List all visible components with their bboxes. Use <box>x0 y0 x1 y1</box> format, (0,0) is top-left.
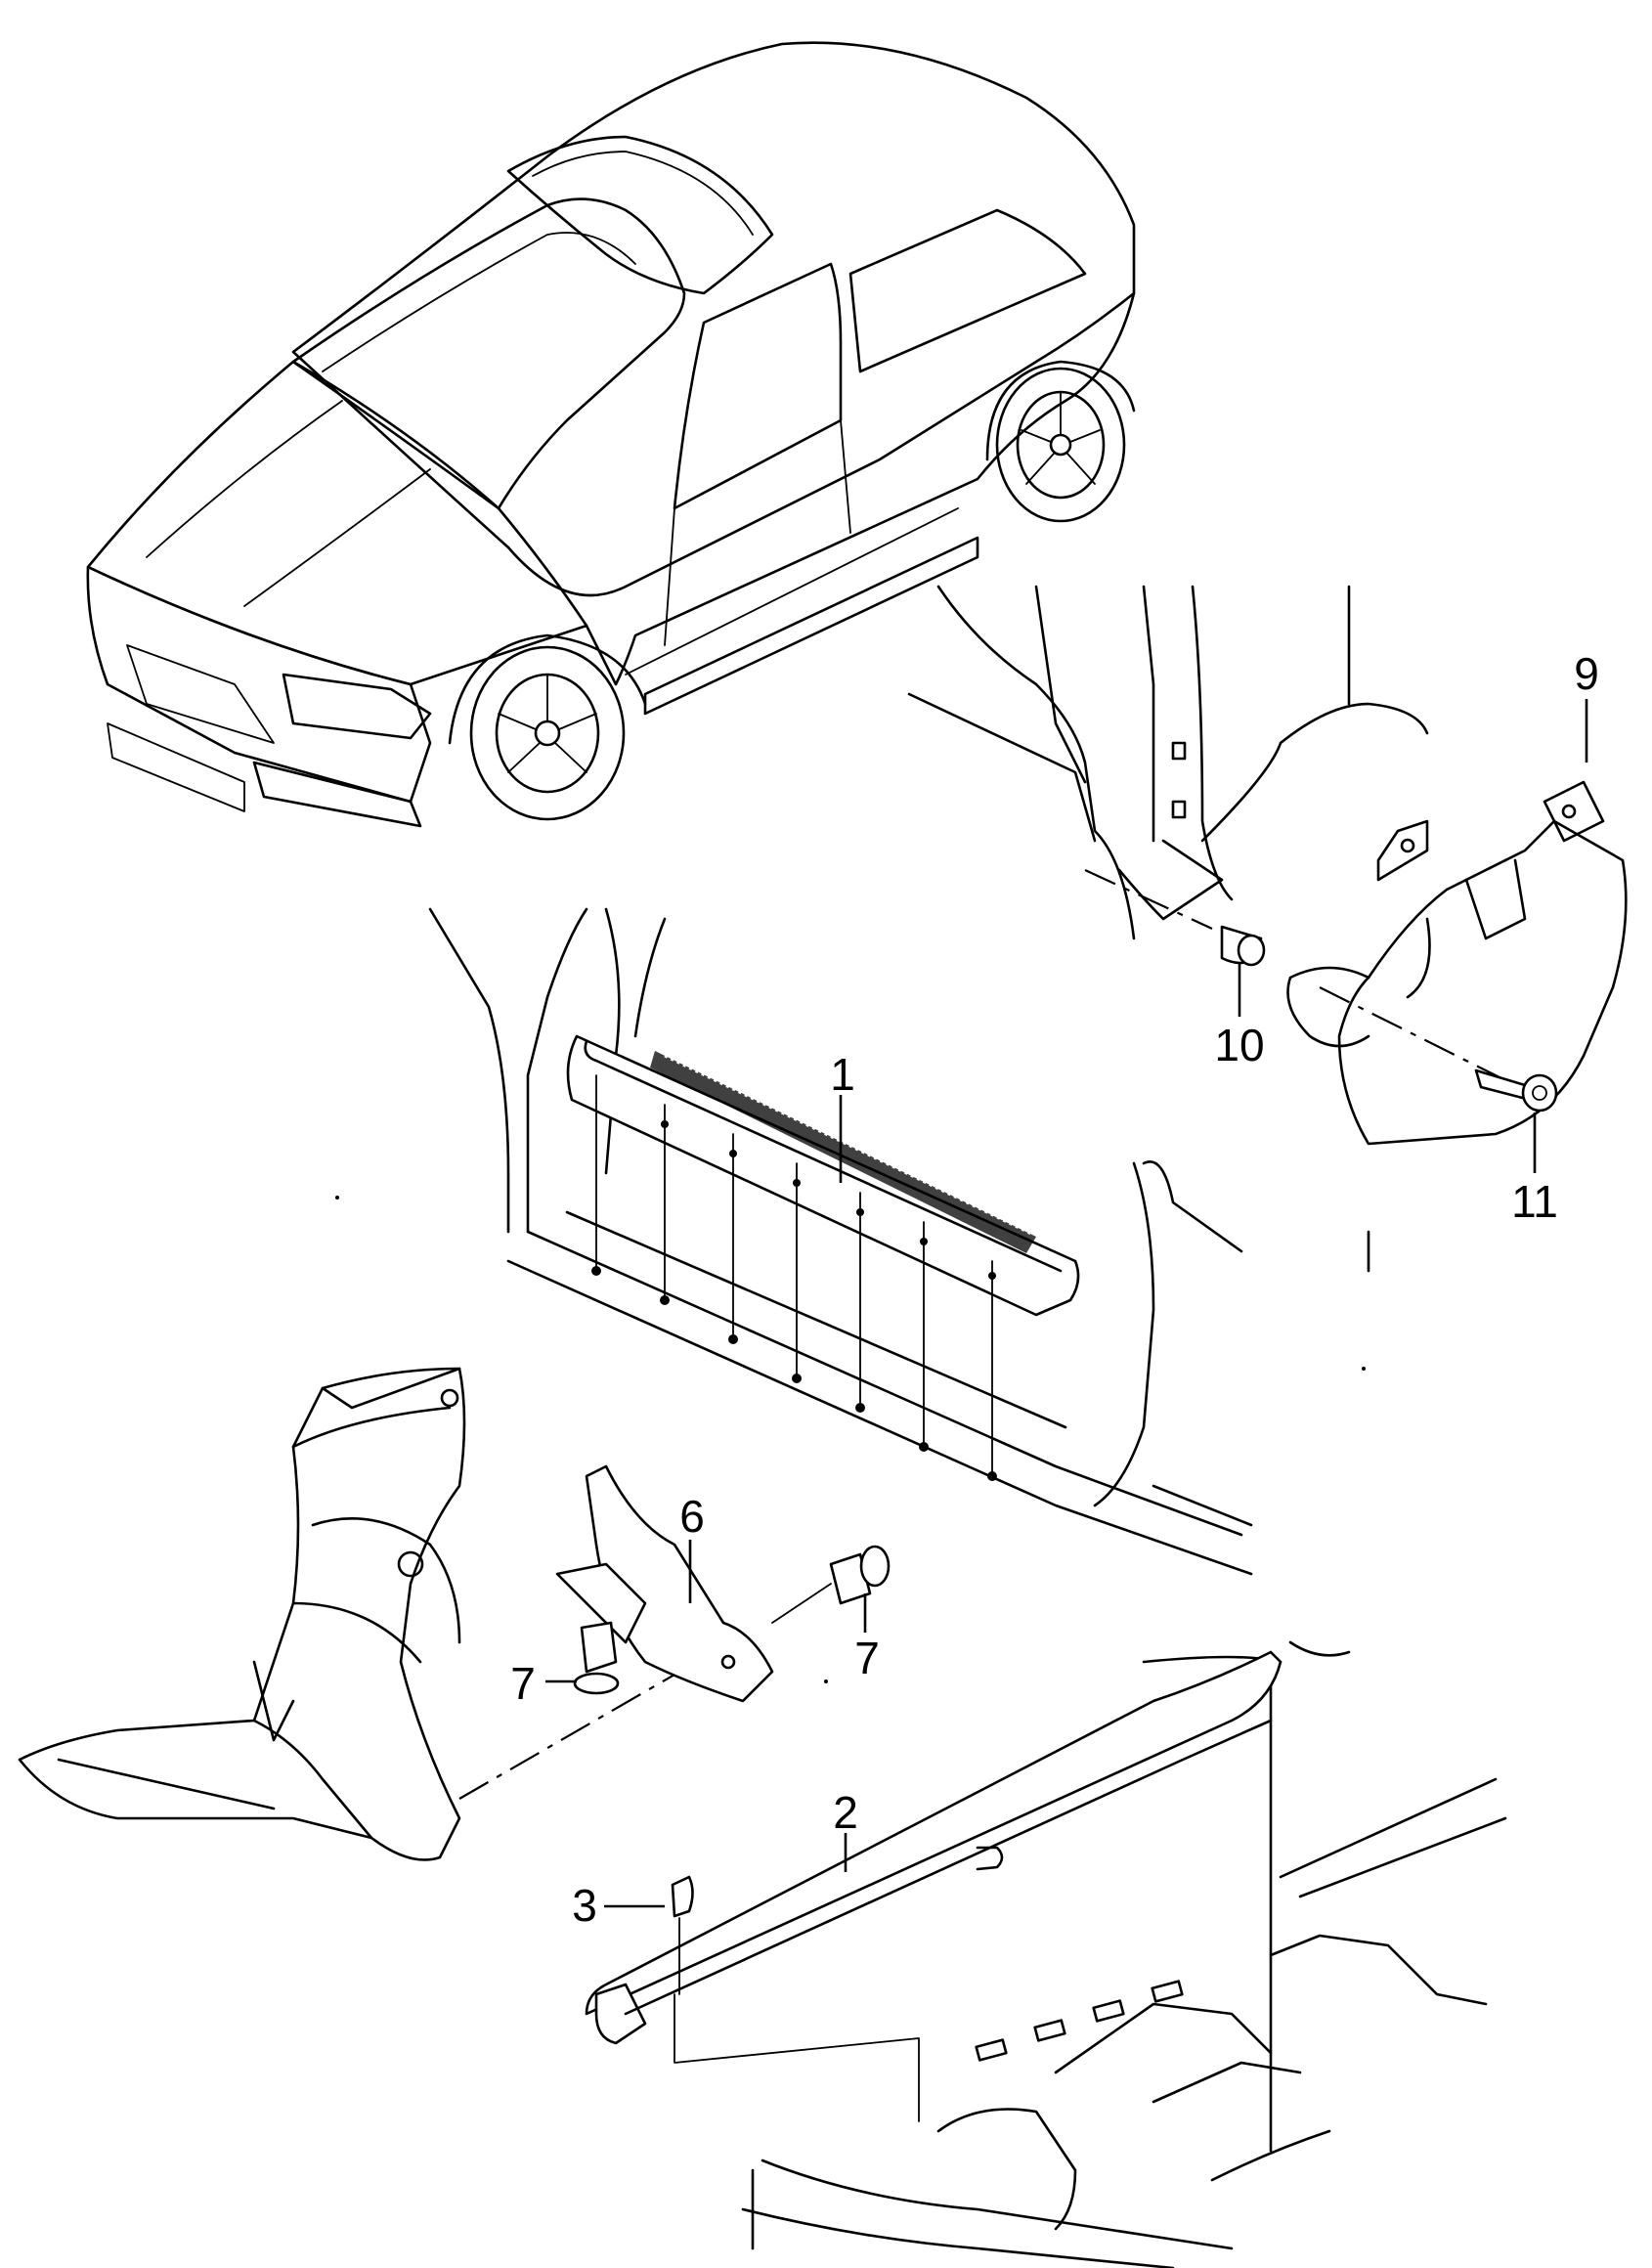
sill-trim-view <box>428 907 1370 1576</box>
callout-10: 10 <box>1214 1020 1264 1070</box>
callout-11: 11 <box>1511 1176 1558 1227</box>
side-sill-moulding-view <box>585 1640 1507 2268</box>
callout-6: 6 <box>679 1491 705 1542</box>
wheel-liner-view <box>18 1367 891 1861</box>
car-overview-illustration <box>86 41 1136 828</box>
rear-arch-mudflap-view <box>907 585 1628 1173</box>
callout-9: 9 <box>1574 648 1599 699</box>
callout-1: 1 <box>830 1049 855 1100</box>
callout-7-right: 7 <box>854 1633 880 1683</box>
callout-7-left: 7 <box>510 1658 536 1709</box>
callout-2: 2 <box>833 1787 858 1838</box>
callout-3: 3 <box>572 1880 597 1931</box>
